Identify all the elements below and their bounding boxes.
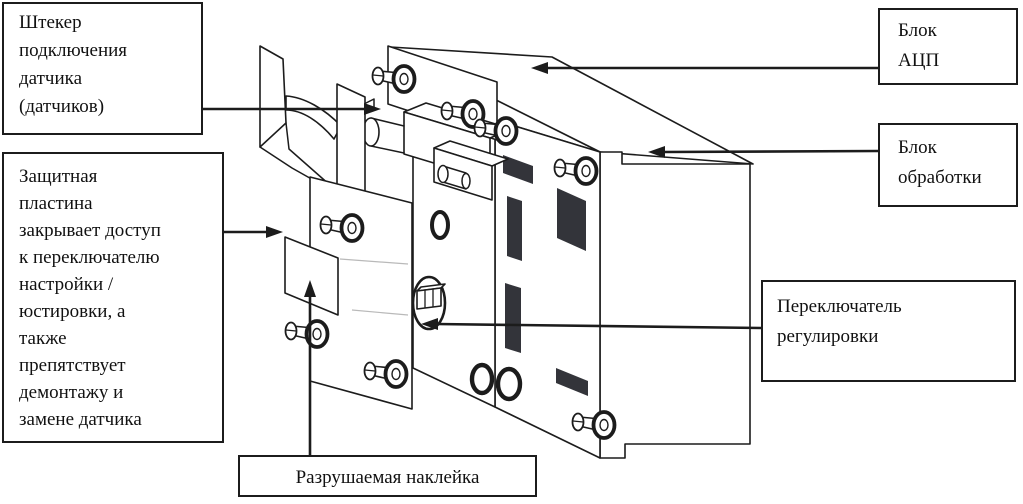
arrow-sticker [304,280,316,455]
plug-subbox [433,147,493,201]
callout-plug-connector: Штекер подключения датчика (датчиков) [2,2,203,135]
adjustment-switch [411,275,447,331]
destructible-sticker [284,236,339,316]
bracket-arm [336,83,366,199]
arrow-plug [203,103,381,115]
callout-destructible-sticker: Разрушаемая наклейка [238,455,537,497]
bracket-curve [285,95,342,140]
callout-arrows [203,62,879,455]
callout-processing-block: Блок обработки [878,123,1018,207]
sensor-plug [362,98,513,201]
mounting-holes [430,210,523,402]
arrow-adc [531,62,878,74]
callout-protective-plate: Защитная пластина закрывает доступ к пер… [2,152,224,443]
mounting-bracket [259,45,366,199]
vent-slots [503,155,588,396]
arrow-processing [648,146,879,158]
callout-adc-block: Блок АЦП [878,8,1018,85]
processing-side-panel [599,151,751,459]
callout-adjustment-switch: Переключатель регулировки [761,280,1016,382]
arrow-protective-plate [224,226,283,238]
arrow-switch [421,318,762,330]
plug-notch [365,98,375,108]
